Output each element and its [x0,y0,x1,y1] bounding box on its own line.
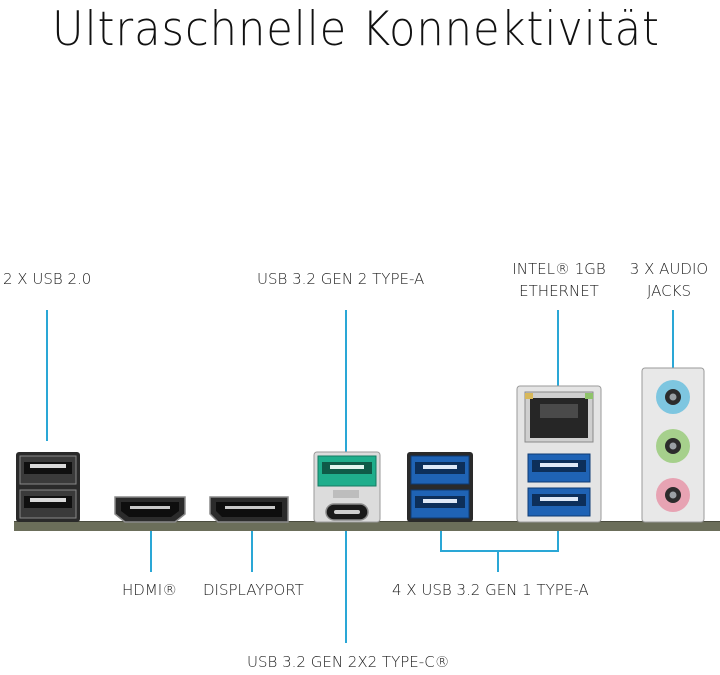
callout-line-usb20 [46,310,48,441]
label-usb-type-c: USB 3.2 GEN 2X2 TYPE-C® [247,653,450,671]
label-ethernet: INTEL® 1GB ETHERNET [506,258,612,302]
label-hdmi: HDMI® [122,581,178,599]
callout-line-hdmi [150,520,152,572]
callout-line-displayport [251,520,253,572]
callout-line-usb-type-c [345,520,347,643]
ethernet-usb-stack [516,385,602,523]
label-usb32-gen1-type-a: 4 X USB 3.2 GEN 1 TYPE-A [392,581,589,599]
callout-line-audio [672,310,674,376]
callout-line-usb32-gen2 [345,310,347,453]
displayport-port [209,496,289,523]
hdmi-port [114,496,186,523]
label-audio: 3 X AUDIO JACKS [620,258,718,302]
usb32-gen1-port-stack-left [407,452,473,522]
callout-bracket-right [557,520,559,552]
callout-bracket-left [440,520,442,552]
label-audio-line2: JACKS [647,282,691,300]
callout-line-ethernet [557,310,559,388]
callout-bracket-bar [440,550,559,552]
label-ethernet-line1: INTEL® 1GB [512,260,606,278]
label-usb20: 2 X USB 2.0 [3,270,92,288]
label-ethernet-line2: ETHERNET [519,282,599,300]
label-audio-line1: 3 X AUDIO [629,260,709,278]
usb32-gen2-and-type-c-stack [313,451,381,523]
page-title: Ultraschnelle Konnektivität [52,2,660,57]
label-displayport: DISPLAYPORT [203,581,304,599]
usb20-port-stack [16,452,80,522]
callout-line-usb32-gen1 [497,550,499,572]
label-usb32-gen2-type-a: USB 3.2 GEN 2 TYPE-A [257,270,425,288]
audio-jacks [641,367,705,523]
